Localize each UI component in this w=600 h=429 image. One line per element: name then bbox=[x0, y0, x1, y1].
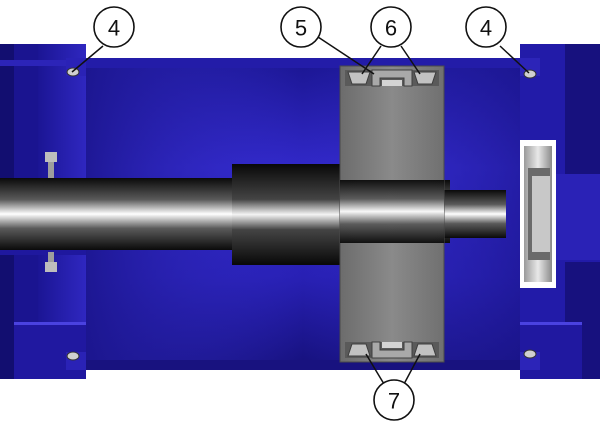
leader-5 bbox=[317, 36, 375, 75]
seal-6-upper-right bbox=[413, 71, 437, 85]
o-ring-left-lower bbox=[66, 351, 80, 361]
callout-4-right-label: 4 bbox=[480, 16, 492, 41]
callout-6: 6 bbox=[370, 6, 412, 48]
piston-seals-lower bbox=[345, 341, 439, 359]
callout-7: 7 bbox=[373, 379, 415, 421]
leader-4-left bbox=[71, 45, 104, 73]
right-end-cap bbox=[520, 44, 600, 379]
callout-7-label: 7 bbox=[388, 389, 400, 414]
rod-wiper-lower bbox=[45, 262, 57, 272]
seal-5-upper bbox=[371, 69, 413, 87]
rod-end-spigot bbox=[440, 190, 506, 238]
leader-7-right bbox=[403, 353, 421, 385]
leader-4-right bbox=[499, 45, 530, 74]
leader-lines bbox=[71, 36, 530, 385]
seal-7-lower-left bbox=[347, 343, 371, 357]
rod-shoulder bbox=[232, 164, 342, 265]
leader-6-right bbox=[400, 45, 421, 75]
callout-4-left: 4 bbox=[93, 6, 135, 48]
o-ring-right-upper bbox=[523, 69, 537, 79]
end-cap-o-rings bbox=[66, 67, 537, 361]
piston-seals-upper bbox=[345, 69, 439, 87]
seal-6-upper-left bbox=[347, 71, 371, 85]
rod-wiper-upper bbox=[45, 152, 57, 162]
piston bbox=[339, 65, 445, 363]
callout-4-right: 4 bbox=[465, 6, 507, 48]
seal-7-lower-right bbox=[413, 343, 437, 357]
leader-7-left bbox=[365, 353, 385, 385]
callout-5-label: 5 bbox=[295, 16, 307, 41]
o-ring-right-lower bbox=[523, 349, 537, 359]
callout-6-label: 6 bbox=[385, 16, 397, 41]
seal-5-lower bbox=[371, 341, 413, 359]
callout-4-left-label: 4 bbox=[108, 16, 120, 41]
callout-5: 5 bbox=[280, 6, 322, 48]
leader-6-left bbox=[361, 45, 382, 75]
